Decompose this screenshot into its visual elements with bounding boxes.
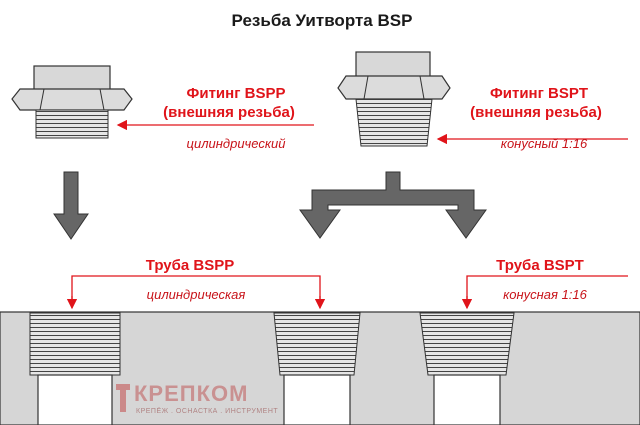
bolt-icon — [116, 384, 130, 412]
fitting-bspt-drawing — [337, 51, 451, 147]
diagram-title: Резьба Уитворта BSP — [231, 11, 413, 30]
bspt-pipe-bracket — [461, 275, 628, 310]
bspp-pipe-bracket — [66, 275, 326, 310]
watermark-tagline: КРЕПЁЖ . ОСНАСТКА . ИНСТРУМЕНТ — [136, 408, 279, 415]
fitting-bspt-label: Фитинг BSPT — [489, 85, 589, 102]
fitting-bspp-thread-note: (внешняя резьба) — [163, 104, 295, 121]
fitting-bspp-drawing — [11, 65, 133, 139]
pipe-bspt-label: Труба BSPT — [496, 257, 584, 274]
pipe-socket-bspt-1 — [273, 312, 361, 425]
flow-arrow-bspt-split — [299, 171, 487, 239]
watermark-logo — [116, 384, 130, 412]
fitting-bspp-type: цилиндрический — [186, 136, 286, 151]
pipe-bspt-type: конусная 1:16 — [503, 287, 587, 302]
flow-arrow-bspp — [53, 171, 89, 240]
fitting-bspt-thread-note: (внешняя резьба) — [470, 104, 602, 121]
pipe-bspp-label: Труба BSPP — [145, 257, 235, 274]
watermark-brand: КРЕПКОМ — [134, 381, 249, 406]
pipe-socket-bspt-2 — [419, 312, 515, 425]
pipe-socket-bspp — [29, 312, 121, 425]
fitting-bspp-label: Фитинг BSPP — [186, 85, 286, 102]
pipe-bspp-type: цилиндрическая — [146, 287, 246, 302]
fitting-bspt-type: конусный 1:16 — [500, 136, 588, 151]
